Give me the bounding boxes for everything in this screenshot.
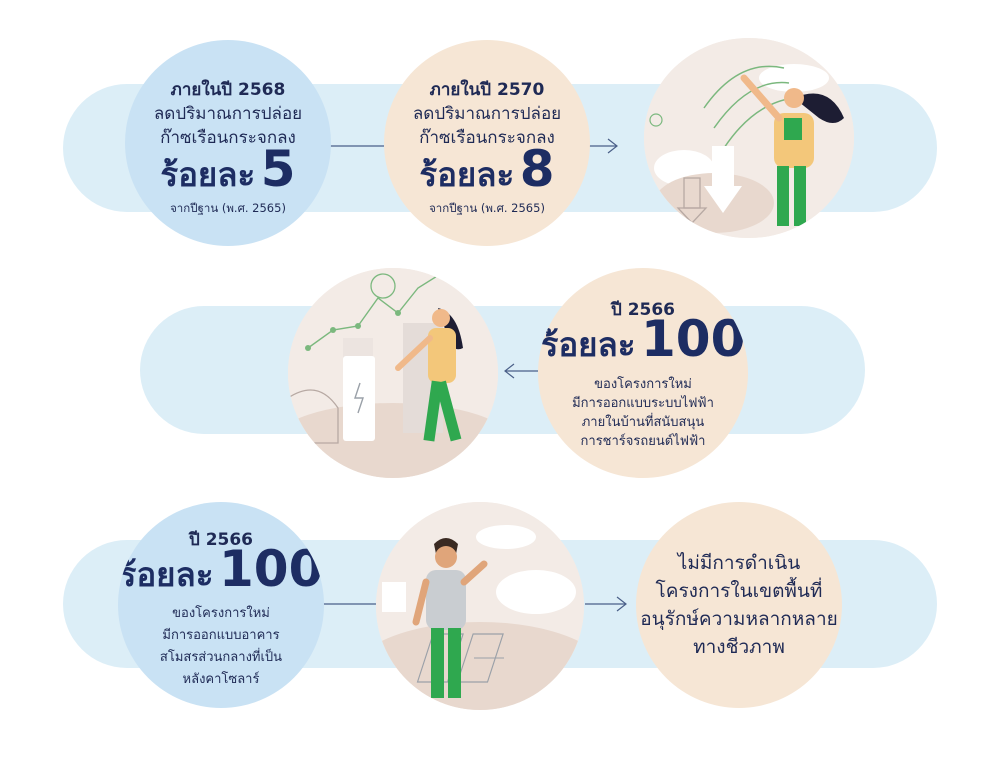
ev-design-line2: มีการออกแบบระบบไฟฟ้า bbox=[572, 396, 714, 411]
solar-roof-percent: ร้อยละ 100 bbox=[118, 540, 324, 601]
ev-design-line4: การชาร์จรถยนต์ไฟฟ้า bbox=[580, 434, 706, 449]
solar-roof-year: ปี 2566 bbox=[188, 530, 254, 550]
percent-word: ร้อยละ bbox=[540, 325, 636, 364]
ev-charging-illustration bbox=[288, 268, 498, 478]
solar-panel-illustration bbox=[376, 502, 584, 710]
ev-design-line3: ภายในบ้านที่สนับสนุน bbox=[581, 415, 705, 430]
solar-roof-line4: หลังคาโซลาร์ bbox=[182, 672, 260, 687]
target-2570-card: ภายในปี 2570 ลดปริมาณการปล่อย ก๊าซเรือนก… bbox=[384, 40, 590, 246]
ev-design-card: ปี 2566 ร้อยละ 100 ของโครงการใหม่ มีการอ… bbox=[538, 268, 748, 478]
target-2570-line3: ก๊าซเรือนกระจกลง bbox=[419, 128, 555, 148]
target-2568-note: จากปีฐาน (พ.ศ. 2565) bbox=[170, 201, 286, 215]
percent-value: 8 bbox=[519, 140, 555, 198]
target-2568-line3: ก๊าซเรือนกระจกลง bbox=[160, 128, 296, 148]
target-2570-line2: ลดปริมาณการปล่อย bbox=[412, 104, 562, 124]
biodiversity-line4: ทางชีวภาพ bbox=[693, 636, 785, 658]
ev-design-line1: ของโครงการใหม่ bbox=[594, 377, 692, 392]
percent-value: 100 bbox=[219, 540, 324, 598]
target-2570-note: จากปีฐาน (พ.ศ. 2565) bbox=[429, 201, 545, 215]
percent-word: ร้อยละ bbox=[118, 555, 214, 594]
solar-roof-line1: ของโครงการใหม่ bbox=[172, 606, 270, 621]
target-2568-card: ภายในปี 2568 ลดปริมาณการปล่อย ก๊าซเรือนก… bbox=[125, 40, 331, 246]
solar-roof-line2: มีการออกแบบอาคาร bbox=[162, 628, 280, 643]
target-2570-percent: ร้อยละ 8 bbox=[384, 140, 590, 201]
percent-word: ร้อยละ bbox=[160, 155, 256, 194]
percent-value: 5 bbox=[260, 140, 296, 198]
emission-reduction-illustration bbox=[644, 38, 854, 238]
biodiversity-line2: โครงการในเขตพื้นที่ bbox=[655, 580, 823, 602]
solar-roof-line3: สโมสรส่วนกลางที่เป็น bbox=[159, 650, 283, 665]
target-2568-percent: ร้อยละ 5 bbox=[125, 140, 331, 201]
percent-word: ร้อยละ bbox=[419, 155, 515, 194]
percent-value: 100 bbox=[641, 310, 746, 368]
target-2570-year: ภายในปี 2570 bbox=[429, 80, 545, 100]
ev-design-year: ปี 2566 bbox=[610, 300, 676, 320]
biodiversity-line3: อนุรักษ์ความหลากหลาย bbox=[640, 608, 838, 630]
solar-roof-card: ปี 2566 ร้อยละ 100 ของโครงการใหม่ มีการอ… bbox=[118, 502, 324, 708]
target-2568-year: ภายในปี 2568 bbox=[170, 80, 286, 100]
biodiversity-line1: ไม่มีการดำเนิน bbox=[677, 552, 801, 574]
target-2568-line2: ลดปริมาณการปล่อย bbox=[153, 104, 303, 124]
biodiversity-card: ไม่มีการดำเนิน โครงการในเขตพื้นที่ อนุรั… bbox=[636, 502, 842, 708]
ev-design-percent: ร้อยละ 100 bbox=[538, 310, 748, 371]
